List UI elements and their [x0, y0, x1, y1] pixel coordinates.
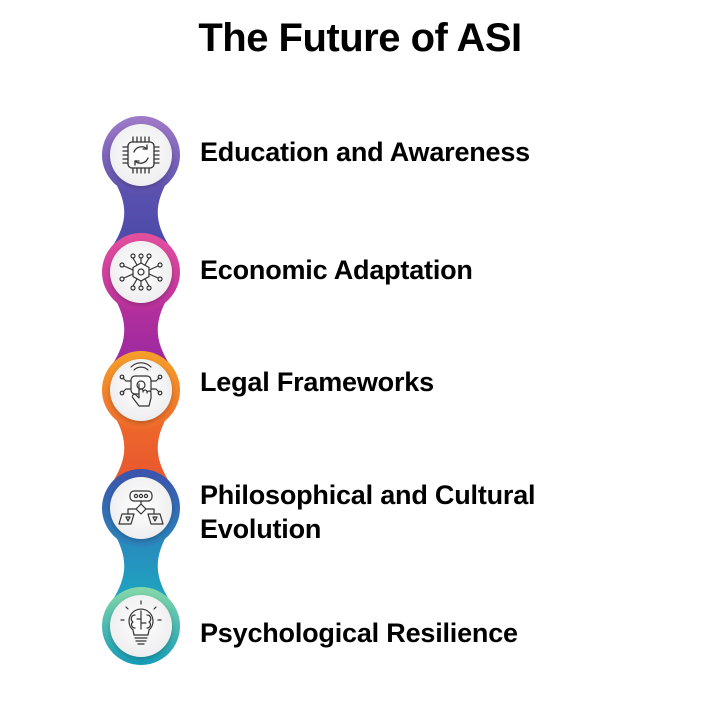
connector-4-5 — [112, 533, 170, 601]
decision-flowchart-icon — [118, 490, 164, 525]
step-node-4 — [102, 469, 180, 547]
step-node-1 — [102, 116, 180, 194]
connector-2-3 — [112, 297, 170, 365]
page-title: The Future of ASI — [198, 16, 522, 60]
connector-1-2 — [112, 180, 170, 247]
brain-lightbulb-icon — [120, 600, 162, 645]
step-label-1: Education and Awareness — [200, 137, 530, 167]
step-label-4-line-2: Evolution — [200, 514, 322, 544]
neural-network-hexagon-icon — [119, 253, 163, 291]
step-label-4-line-1: Philosophical and Cultural — [200, 480, 536, 510]
step-node-2 — [102, 233, 180, 311]
chip-refresh-icon — [122, 136, 160, 174]
step-label-3: Legal Frameworks — [200, 367, 434, 397]
step-label-4: Philosophical and Cultural Evolution — [200, 478, 536, 546]
touch-interface-hand-icon — [119, 362, 163, 407]
step-label-5: Psychological Resilience — [200, 618, 518, 648]
step-label-2: Economic Adaptation — [200, 255, 473, 285]
connector-3-4 — [112, 415, 170, 483]
